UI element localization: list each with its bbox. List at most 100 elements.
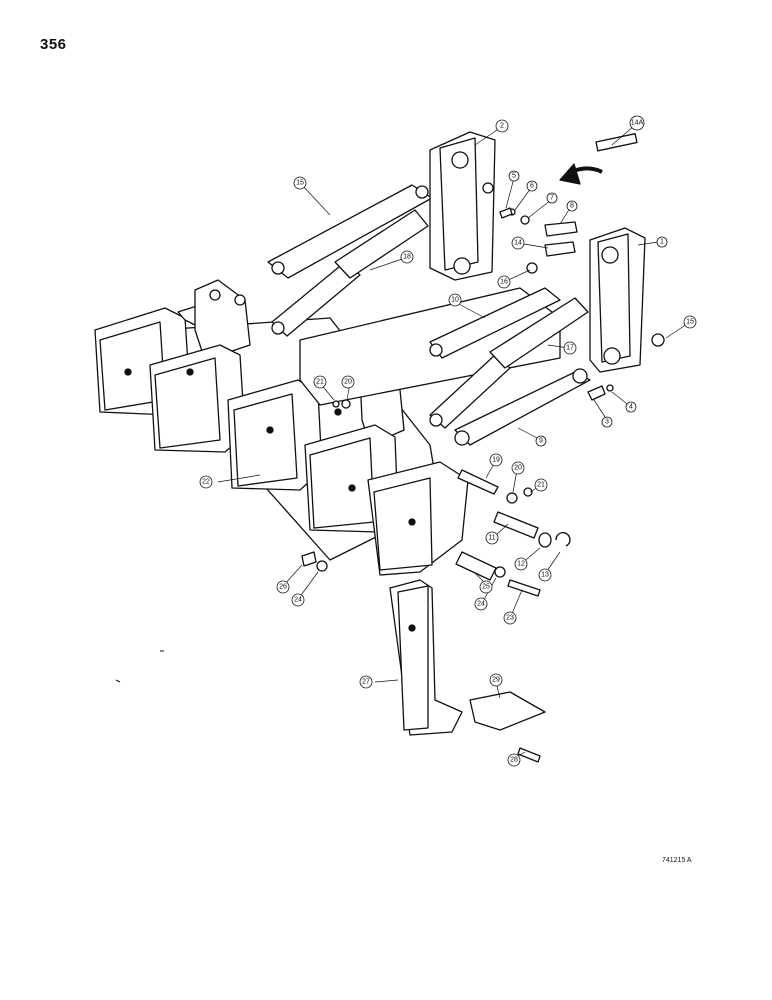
- callout-14a: 14A: [629, 115, 645, 131]
- svg-text:14A: 14A: [631, 120, 644, 127]
- tilt-cylinder-left: [271, 209, 429, 337]
- callout-11: 11: [485, 531, 499, 545]
- callout-28: 28: [507, 753, 521, 767]
- callout-27: 27: [359, 675, 373, 689]
- svg-text:27: 27: [362, 679, 370, 686]
- callout-20: 20: [511, 461, 525, 475]
- callout-20-upper: 20: [341, 375, 355, 389]
- svg-text:13: 13: [541, 572, 549, 579]
- svg-text:6: 6: [530, 183, 534, 190]
- svg-text:3: 3: [605, 419, 609, 426]
- svg-text:20: 20: [344, 379, 352, 386]
- svg-text:28: 28: [510, 757, 518, 764]
- svg-text:11: 11: [488, 535, 495, 542]
- svg-text:4: 4: [629, 404, 633, 411]
- callout-7: 7: [546, 192, 558, 204]
- nut-4: [606, 384, 614, 392]
- mounting-bracket-left: [429, 131, 496, 281]
- callout-16: 16: [497, 275, 511, 289]
- pin-3: [587, 385, 606, 401]
- washer-20-upper: [341, 399, 351, 409]
- callout-10: 10: [448, 293, 462, 307]
- callout-6: 6: [526, 180, 538, 192]
- svg-text:23: 23: [506, 615, 514, 622]
- callout-24-left: 24: [291, 593, 305, 607]
- callout-24: 24: [474, 597, 488, 611]
- pin-19: [457, 469, 499, 495]
- pin-14a: [595, 133, 638, 152]
- svg-text:20: 20: [514, 465, 522, 472]
- mounting-bracket-right: [589, 227, 646, 373]
- washer-12: [538, 532, 552, 548]
- svg-text:19: 19: [492, 457, 500, 464]
- page-number: 356: [40, 36, 67, 53]
- bushing-16: [526, 262, 538, 274]
- svg-text:29: 29: [492, 677, 500, 684]
- svg-text:2: 2: [500, 123, 504, 130]
- svg-text:18: 18: [403, 254, 411, 261]
- svg-text:17: 17: [566, 345, 574, 352]
- svg-text:25: 25: [482, 584, 490, 591]
- tip-pin: [517, 747, 541, 763]
- ring-13: [555, 532, 571, 547]
- callout-14: 14: [511, 236, 525, 250]
- svg-text:15: 15: [686, 319, 694, 326]
- callout-4: 4: [625, 401, 637, 413]
- callout-19: 19: [489, 453, 503, 467]
- nut-26: [301, 551, 317, 567]
- svg-text:24: 24: [294, 597, 302, 604]
- svg-text:22: 22: [202, 479, 210, 486]
- svg-text:21: 21: [316, 379, 324, 386]
- pin-8: [544, 221, 578, 237]
- callout-15-top: 15: [293, 176, 307, 190]
- svg-text:24: 24: [477, 601, 485, 608]
- callout-21: 21: [534, 478, 548, 492]
- bolt-23: [507, 579, 541, 597]
- leader-lines: [217, 124, 691, 759]
- svg-text:10: 10: [451, 297, 459, 304]
- callout-1: 1: [656, 236, 668, 248]
- bolt-5: [499, 207, 513, 219]
- svg-text:26: 26: [279, 584, 287, 591]
- svg-text:15: 15: [296, 180, 304, 187]
- washer-15: [651, 333, 665, 347]
- drawing-code: 741215 A: [662, 857, 692, 864]
- callout-29: 29: [489, 673, 503, 687]
- svg-text:1: 1: [660, 239, 664, 246]
- washer-20: [506, 492, 518, 504]
- callout-8: 8: [566, 200, 578, 212]
- callout-17: 17: [563, 341, 577, 355]
- callout-25: 25: [479, 580, 493, 594]
- washer-24: [494, 566, 506, 578]
- callout-2: 2: [495, 119, 509, 133]
- svg-text:5: 5: [512, 173, 516, 180]
- callout-26: 26: [276, 580, 290, 594]
- callout-23: 23: [503, 611, 517, 625]
- callout-15-right: 15: [683, 315, 697, 329]
- washer-21-upper: [332, 400, 340, 408]
- callout-18: 18: [400, 250, 414, 264]
- pin-14: [544, 241, 576, 257]
- ripper-tip: [469, 691, 546, 731]
- callout-3: 3: [601, 416, 613, 428]
- callouts: 2 14A 15 5 6 7 8 14 18 1 16 10 15 17 4 3…: [199, 115, 697, 767]
- callout-12: 12: [514, 557, 528, 571]
- svg-text:12: 12: [517, 561, 525, 568]
- callout-22: 22: [199, 475, 213, 489]
- pin-11: [493, 511, 539, 539]
- svg-text:21: 21: [537, 482, 545, 489]
- tilt-cylinder-right: [429, 297, 589, 429]
- callout-13: 13: [538, 568, 552, 582]
- svg-text:14: 14: [514, 240, 522, 247]
- ripper-beam: [94, 279, 469, 576]
- ripper-shank: [389, 579, 463, 736]
- svg-text:9: 9: [539, 438, 543, 445]
- callout-9: 9: [535, 435, 547, 447]
- bushing-25: [455, 551, 497, 581]
- callout-5: 5: [508, 170, 520, 182]
- svg-text:7: 7: [550, 195, 554, 202]
- washer-7: [520, 215, 530, 225]
- svg-text:8: 8: [570, 203, 574, 210]
- svg-text:16: 16: [500, 279, 508, 286]
